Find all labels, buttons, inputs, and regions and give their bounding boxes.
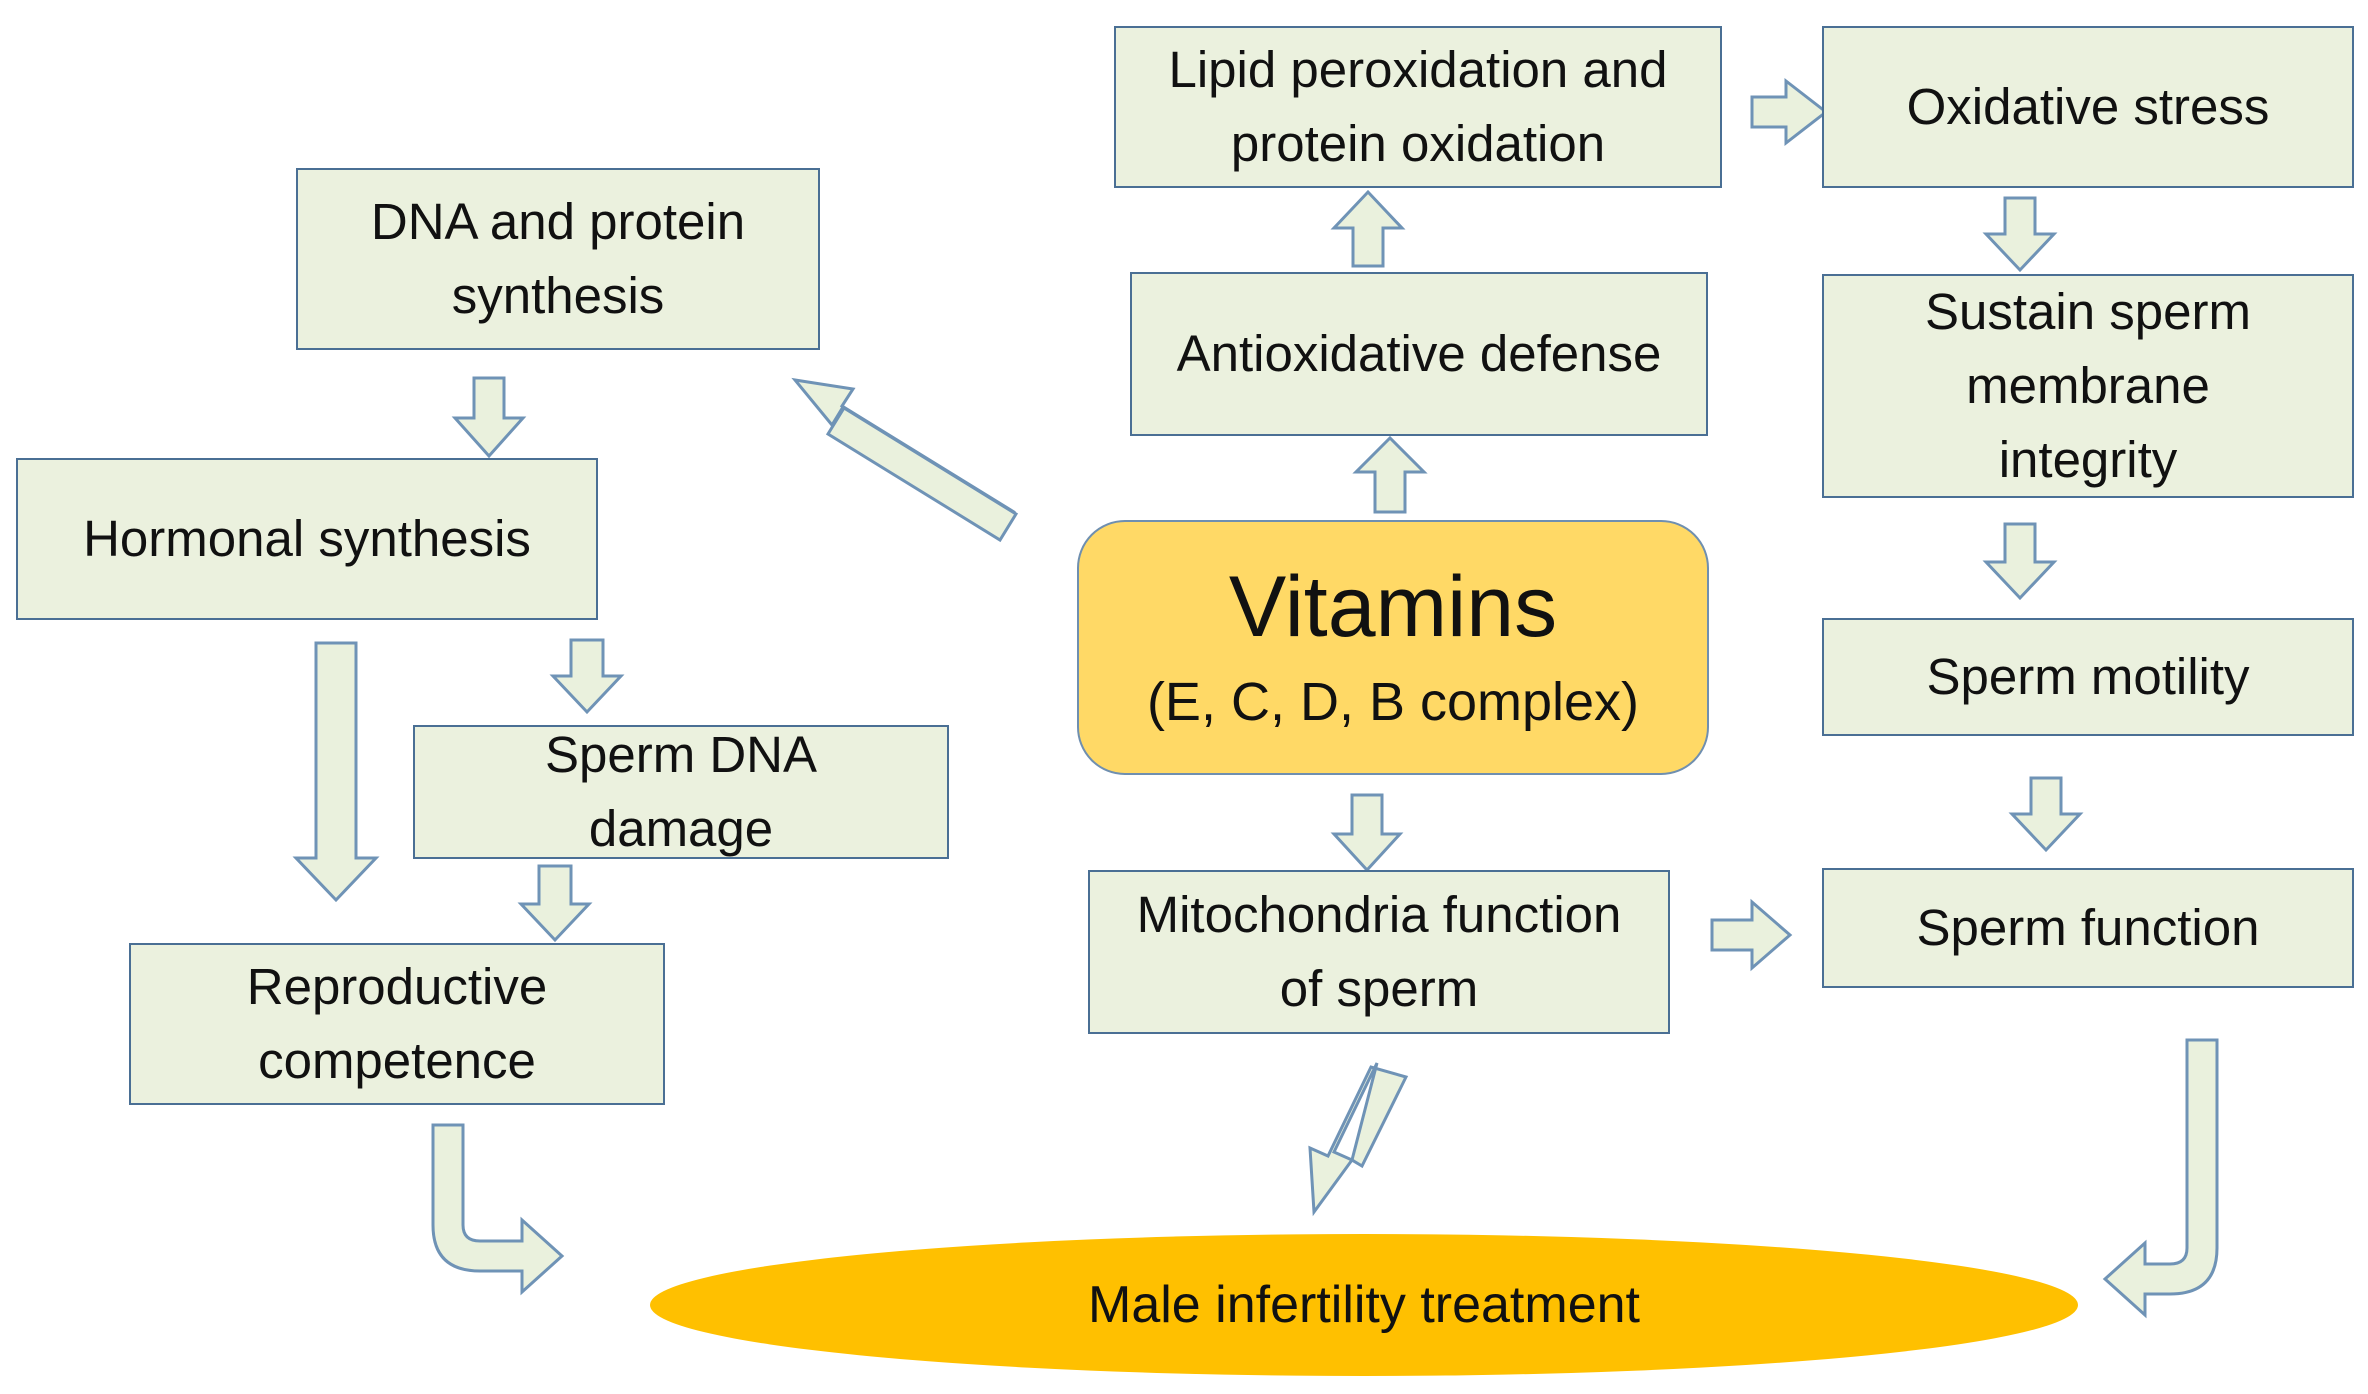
arrow-antioxidative-to-lipid	[1330, 189, 1406, 268]
sperm-dna-damage-label: Sperm DNA damage	[544, 726, 818, 857]
sperm-motility-label: Sperm motility	[1926, 648, 2250, 705]
sperm-function-box: Sperm function	[1822, 868, 2354, 988]
antioxidative-defense-box: Antioxidative defense	[1130, 272, 1708, 436]
vitamins-subtitle: (E, C, D, B complex)	[1146, 671, 1640, 732]
sperm-function-label: Sperm function	[1916, 899, 2260, 956]
outcome-label: Male infertility treatment	[1088, 1276, 1640, 1334]
arrow-mitochondria-to-treatment	[1308, 1062, 1409, 1217]
sperm-dna-damage-box: Sperm DNA damage	[413, 725, 949, 859]
arrow-membrane-to-motility	[1982, 522, 2058, 601]
arrow-mitochondria-to-function	[1710, 898, 1793, 972]
antioxidative-defense-label: Antioxidative defense	[1176, 325, 1662, 382]
arrow-lipid-to-oxidative	[1750, 77, 1829, 147]
sperm-motility-box: Sperm motility	[1822, 618, 2354, 736]
lipid-peroxidation-box: Lipid peroxidation and protein oxidation	[1114, 26, 1722, 188]
reproductive-competence-box: Reproductive competence	[129, 943, 665, 1105]
lipid-peroxidation-label: Lipid peroxidation and protein oxidation	[1168, 41, 1668, 172]
arrow-oxidative-to-membrane	[1982, 196, 2058, 273]
reproductive-competence-label: Reproductive competence	[246, 958, 548, 1089]
arrow-function-to-treatment	[2102, 1038, 2219, 1319]
arrow-dna-damage-to-reproductive	[517, 864, 593, 943]
arrow-hormonal-to-dna-damage	[549, 638, 625, 715]
membrane-integrity-box: Sustain sperm membrane integrity	[1822, 274, 2354, 498]
dna-protein-synthesis-label: DNA and protein synthesis	[370, 193, 746, 324]
hormonal-synthesis-label: Hormonal synthesis	[83, 510, 531, 567]
dna-protein-synthesis-box: DNA and protein synthesis	[296, 168, 820, 350]
arrow-hormonal-to-reproductive	[292, 641, 380, 903]
arrow-reproductive-to-treatment	[431, 1123, 565, 1296]
mitochondria-function-label: Mitochondria function of sperm	[1136, 886, 1622, 1017]
vitamins-node: Vitamins (E, C, D, B complex)	[1077, 520, 1709, 775]
arrow-vitamins-to-dna-synthesis-body	[825, 405, 1019, 543]
arrow-motility-to-function	[2008, 776, 2084, 853]
arrow-vitamins-to-mitochondria	[1330, 793, 1404, 873]
arrow-vitamins-to-antioxidative	[1352, 435, 1428, 514]
vitamins-title: Vitamins	[1228, 558, 1558, 655]
oxidative-stress-box: Oxidative stress	[1822, 26, 2354, 188]
mitochondria-function-box: Mitochondria function of sperm	[1088, 870, 1670, 1034]
outcome-node: Male infertility treatment	[650, 1234, 2078, 1376]
arrow-dna-to-hormonal	[451, 376, 527, 459]
oxidative-stress-label: Oxidative stress	[1906, 78, 2270, 135]
membrane-integrity-label: Sustain sperm membrane integrity	[1925, 283, 2251, 488]
hormonal-synthesis-box: Hormonal synthesis	[16, 458, 598, 620]
